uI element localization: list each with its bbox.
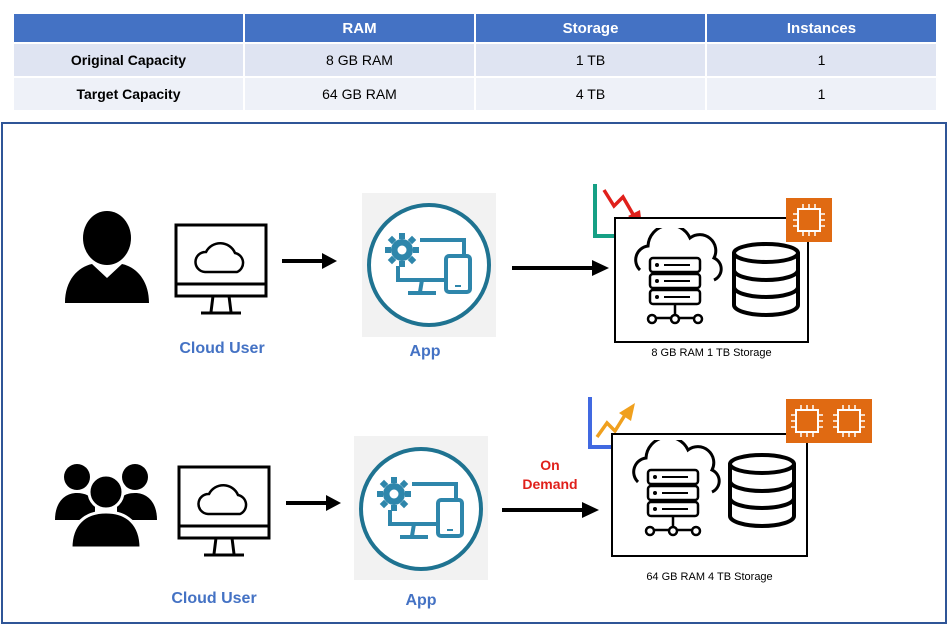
cpu-chip-icon xyxy=(791,405,865,437)
header-ram: RAM xyxy=(245,14,474,42)
server-caption-top: 8 GB RAM 1 TB Storage xyxy=(651,347,772,359)
header-storage: Storage xyxy=(476,14,705,42)
table-row: Original Capacity 8 GB RAM 1 TB 1 xyxy=(14,44,936,76)
person-icon xyxy=(65,211,149,303)
on-demand-line2: Demand xyxy=(522,476,578,492)
arrow-right-icon xyxy=(282,253,337,269)
diagram-frame xyxy=(1,122,947,624)
server-caption-bottom: 64 GB RAM 4 TB Storage xyxy=(646,571,773,583)
capacity-table: RAM Storage Instances Original Capacity … xyxy=(12,12,938,112)
monitor-cloud-icon xyxy=(174,223,268,315)
header-instances: Instances xyxy=(707,14,936,42)
database-icon xyxy=(732,242,800,317)
cpu-chip-icon xyxy=(793,204,825,236)
capacity-table-container: RAM Storage Instances Original Capacity … xyxy=(12,12,938,112)
on-demand-label: On Demand xyxy=(510,456,590,494)
database-icon xyxy=(728,453,796,528)
cloud-user-label-top: Cloud User xyxy=(179,340,265,357)
cell-storage: 1 TB xyxy=(476,44,705,76)
cpu-chip-top xyxy=(786,198,832,242)
cpu-chip-bottom xyxy=(786,399,872,443)
cell-instances: 1 xyxy=(707,44,936,76)
app-gear-device-icon xyxy=(359,447,483,571)
group-icon xyxy=(55,464,157,548)
table-header-row: RAM Storage Instances xyxy=(14,14,936,42)
arrow-right-icon xyxy=(502,502,599,518)
server-cloud-icon xyxy=(632,440,721,537)
on-demand-line1: On xyxy=(540,457,560,473)
header-empty xyxy=(14,14,243,42)
app-gear-device-icon xyxy=(367,203,491,327)
cell-storage: 4 TB xyxy=(476,78,705,110)
table-row: Target Capacity 64 GB RAM 4 TB 1 xyxy=(14,78,936,110)
row-label: Target Capacity xyxy=(14,78,243,110)
server-cloud-icon xyxy=(634,228,723,325)
monitor-cloud-icon xyxy=(177,465,271,557)
cell-instances: 1 xyxy=(707,78,936,110)
arrow-right-icon xyxy=(286,495,341,511)
cell-ram: 8 GB RAM xyxy=(245,44,474,76)
cell-ram: 64 GB RAM xyxy=(245,78,474,110)
row-label: Original Capacity xyxy=(14,44,243,76)
cloud-user-label-bottom: Cloud User xyxy=(171,590,257,607)
arrow-right-icon xyxy=(512,260,609,276)
app-label-bottom: App xyxy=(405,592,437,609)
app-label-top: App xyxy=(409,343,441,360)
